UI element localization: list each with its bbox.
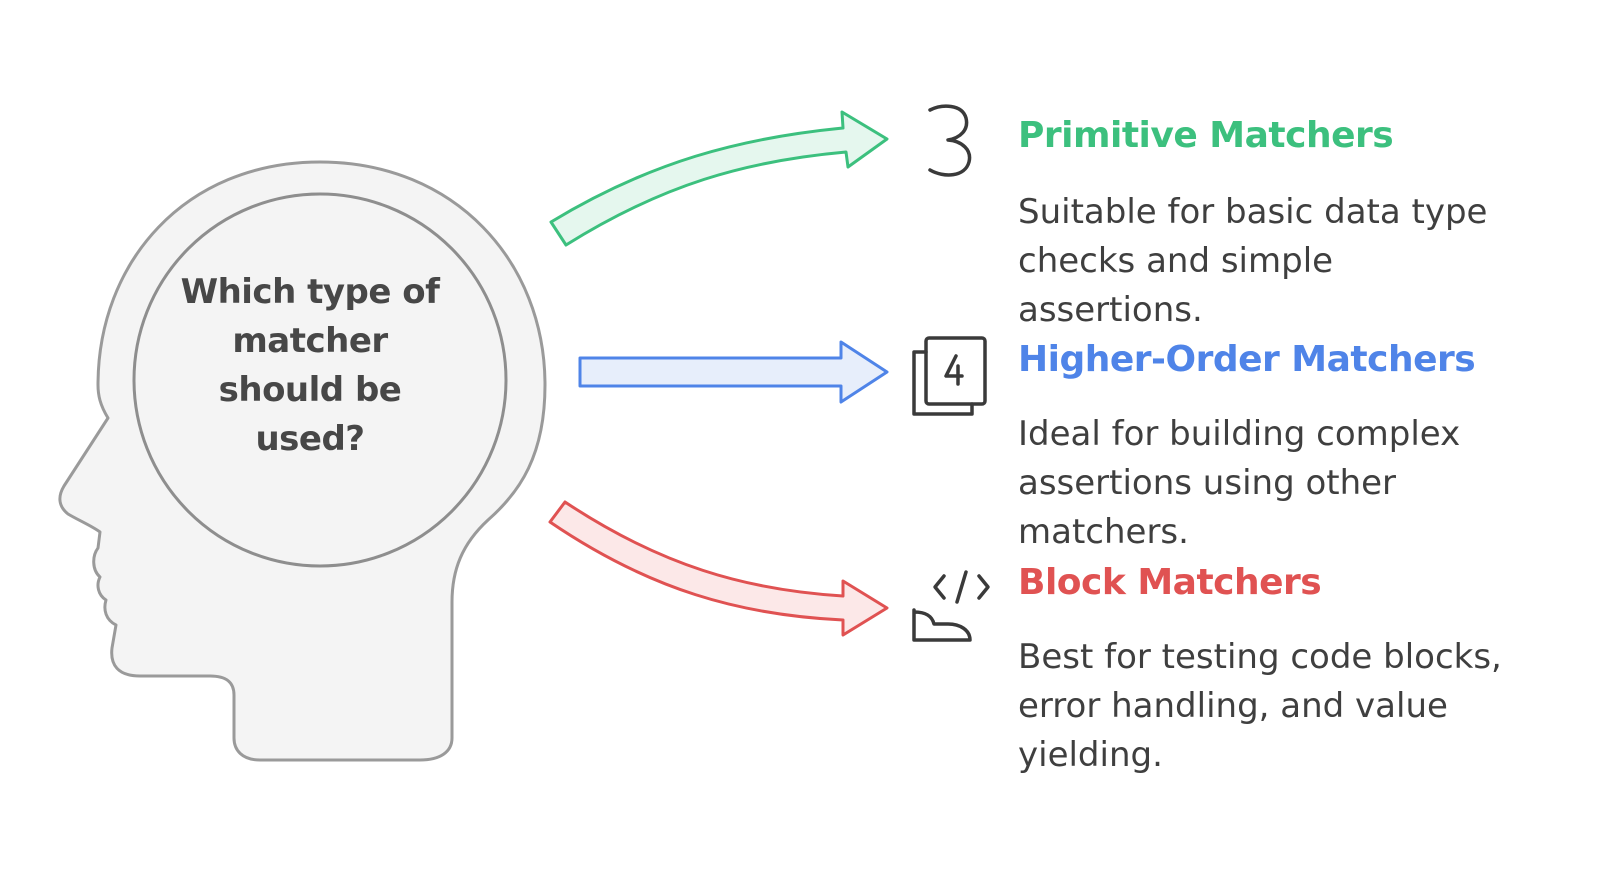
thought-circle [132, 192, 508, 568]
description-line: error handling, and value [1018, 686, 1448, 726]
arrow-block [548, 500, 889, 637]
block-matchers-title: Block Matchers [1018, 562, 1322, 603]
primitive-matchers-description: Suitable for basic data type checks and … [1018, 188, 1578, 335]
description-line: assertions using other [1018, 463, 1397, 503]
higher-order-matchers-title: Higher-Order Matchers [1018, 339, 1476, 380]
block-matchers-description: Best for testing code blocks, error hand… [1018, 633, 1578, 780]
arrow-primitive [549, 110, 889, 247]
question-text: Which type of matcher should be used? [160, 268, 460, 464]
code-block-hand-icon [912, 570, 990, 642]
description-line: matchers. [1018, 512, 1189, 552]
question-line: should be [218, 370, 402, 410]
question-line: used? [255, 419, 365, 459]
description-line: checks and simple [1018, 241, 1334, 281]
description-line: Suitable for basic data type [1018, 192, 1488, 232]
question-line: matcher [232, 321, 388, 361]
stacked-card-four-icon [912, 336, 987, 416]
question-line: Which type of [180, 272, 440, 312]
description-line: Best for testing code blocks, [1018, 637, 1502, 677]
description-line: assertions. [1018, 290, 1203, 330]
number-three-icon [928, 104, 972, 177]
arrow-higher-order [578, 340, 889, 404]
higher-order-matchers-description: Ideal for building complex assertions us… [1018, 410, 1578, 557]
description-line: yielding. [1018, 735, 1163, 775]
description-line: Ideal for building complex [1018, 414, 1461, 454]
primitive-matchers-title: Primitive Matchers [1018, 115, 1394, 156]
